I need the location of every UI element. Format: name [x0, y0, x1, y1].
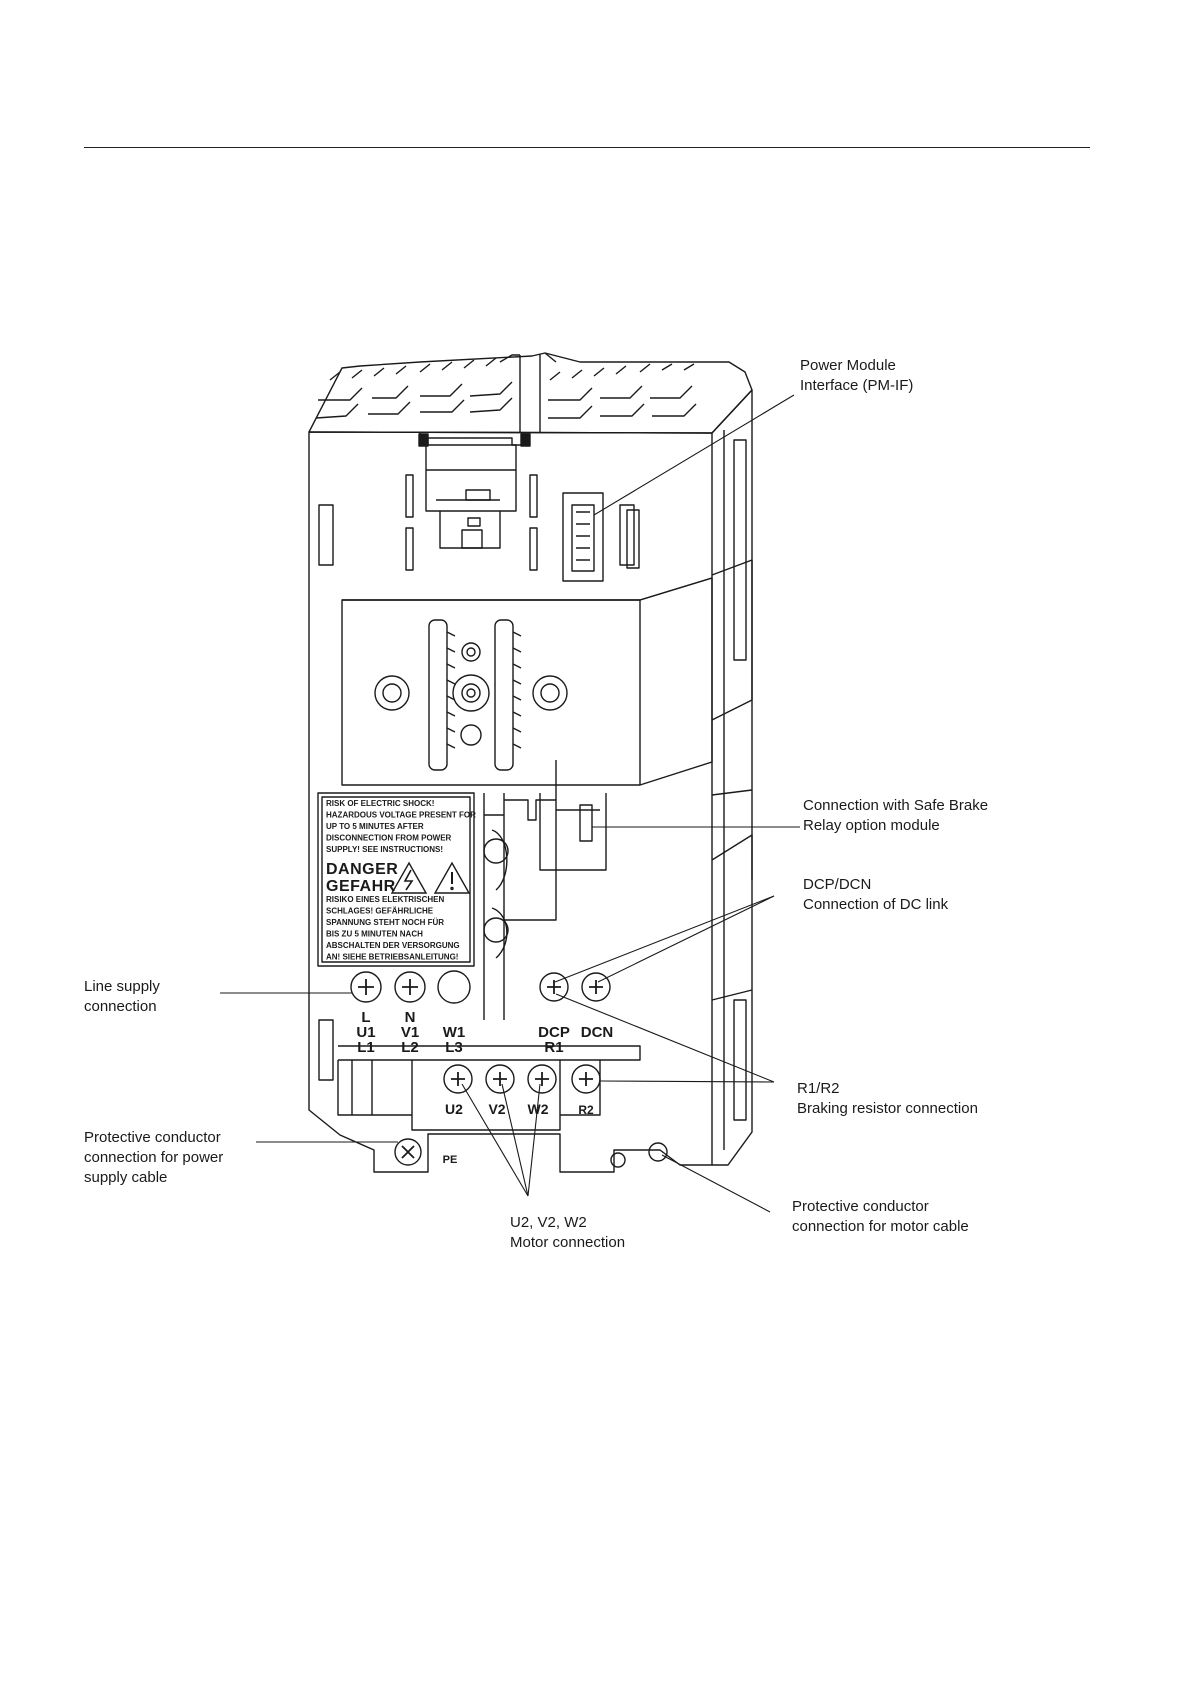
terminal-block	[337, 970, 668, 1168]
leader-lines	[220, 394, 800, 1213]
header-rule	[84, 147, 1090, 148]
warning-german-line: SPANNUNG STEHT NOCH FÜR	[326, 918, 444, 927]
leader-pm-if	[593, 394, 795, 516]
warning-german-line: AN! SIEHE BETRIEBSANLEITUNG!	[326, 953, 458, 962]
terminal-label-w1: W1	[443, 1024, 466, 1041]
housing-side-panel	[711, 389, 753, 1166]
callout-line-supply: Line supply connection	[84, 978, 160, 1015]
terminal-label-v2: V2	[488, 1101, 505, 1117]
leader-u2	[461, 1083, 529, 1197]
terminal-label-w1: L3	[445, 1039, 463, 1056]
callout-pm-if: Power Module Interface (PM-IF)	[800, 357, 914, 394]
terminal-label-dcp: DCP	[538, 1024, 570, 1041]
leader-dcp	[554, 895, 775, 983]
terminal-label-dcn: DCN	[581, 1024, 614, 1041]
caution-icon	[433, 861, 471, 894]
mounting-plate	[341, 577, 713, 786]
warning-label: RISK OF ELECTRIC SHOCK! HAZARDOUS VOLTAGE…	[326, 799, 476, 962]
terminal-screws	[358, 979, 603, 1159]
leader-w2	[527, 1083, 541, 1197]
warning-german-line: ABSCHALTEN DER VERSORGUNG	[326, 941, 460, 950]
terminal-label-r2: R2	[578, 1103, 594, 1117]
danger-text: DANGER	[326, 861, 398, 878]
top-cooling-fins	[308, 352, 753, 434]
warning-german-line: RISIKO EINES ELEKTRISCHEN	[326, 895, 444, 904]
terminal-label-dcp: R1	[544, 1039, 563, 1056]
callout-motor: U2, V2, W2 Motor connection	[510, 1214, 626, 1251]
warning-english-line: DISCONNECTION FROM POWER	[326, 834, 452, 843]
warning-english-line: SUPPLY! SEE INSTRUCTIONS!	[326, 845, 443, 854]
terminal-label-n: N	[405, 1009, 416, 1026]
terminal-label-n: V1	[401, 1024, 419, 1041]
terminal-label-w2: W2	[528, 1101, 549, 1117]
leader-v2	[501, 1083, 529, 1197]
terminal-label-n: L2	[401, 1039, 419, 1056]
hazard-voltage-icon	[390, 861, 428, 894]
leader-r2	[599, 1080, 775, 1083]
lower-section	[317, 760, 607, 1020]
callout-braking-resistor: R1/R2 Braking resistor connection	[797, 1080, 978, 1117]
gefahr-text: GEFAHR	[326, 878, 396, 895]
warning-english-line: HAZARDOUS VOLTAGE PRESENT FOR	[326, 811, 476, 820]
terminal-label-l: U1	[356, 1024, 375, 1041]
warning-english-line: RISK OF ELECTRIC SHOCK!	[326, 799, 434, 808]
callout-safe-brake: Connection with Safe Brake Relay option …	[803, 797, 989, 834]
warning-english-line: UP TO 5 MINUTES AFTER	[326, 822, 424, 831]
callout-pe-motor: Protective conductor connection for moto…	[792, 1198, 969, 1235]
callout-dc-link: DCP/DCN Connection of DC link	[803, 876, 949, 913]
terminal-label-l: L	[361, 1009, 370, 1026]
pe-terminal-label: PE	[443, 1154, 458, 1166]
terminal-label-u2: U2	[445, 1101, 463, 1117]
warning-german-line: SCHLAGES! GEFÄHRLICHE	[326, 907, 434, 916]
callout-pe-power: Protective conductor connection for powe…	[84, 1129, 224, 1186]
leader-dcn	[597, 895, 775, 983]
leader-r1	[555, 993, 775, 1083]
warning-german-line: BIS ZU 5 MINUTEN NACH	[326, 930, 423, 939]
terminal-label-l: L1	[357, 1039, 375, 1056]
leader-pe-motor	[661, 1154, 771, 1213]
